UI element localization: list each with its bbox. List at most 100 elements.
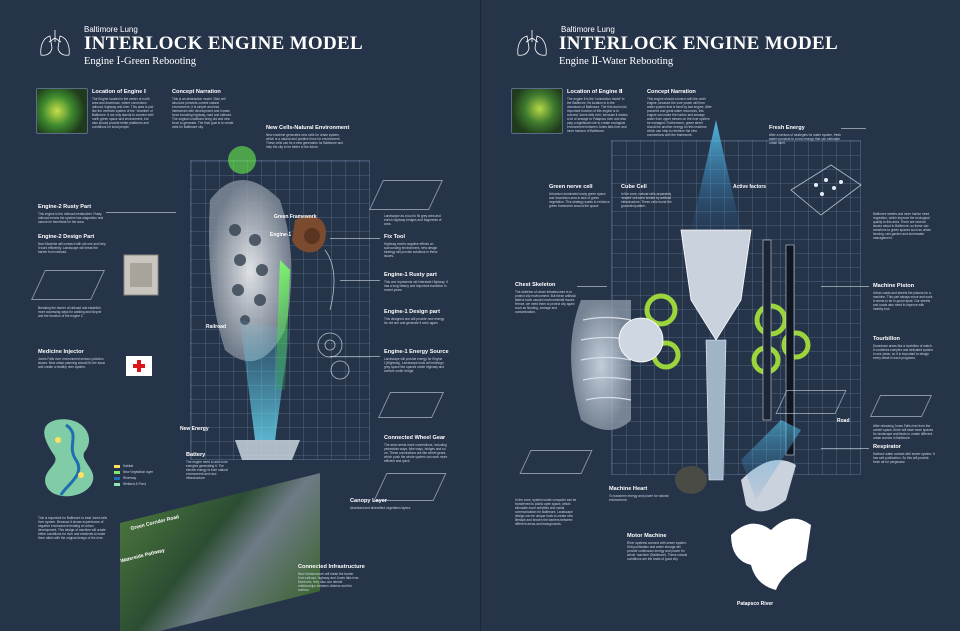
connected-infra-text: New infrastructure will break the barrie… — [298, 572, 360, 592]
engine-machine-illustration — [209, 146, 350, 460]
respirator-text: Harbour water contact with sewer system.… — [873, 452, 935, 464]
machine-heart-text: To transform energy and power for natura… — [609, 494, 669, 502]
canopy-sketch — [373, 473, 447, 501]
tourbillon-text: Downtown areas like a tourbillon of watc… — [873, 344, 933, 360]
engine-1-design-heading: Engine-1 Design part — [384, 309, 440, 315]
engine-2-sketch — [31, 270, 105, 300]
green-framework-label: Green Framework — [274, 214, 317, 220]
medicine-heading: Medicine Injector — [38, 349, 84, 355]
engine-2-poster: Baltimore Lung INTERLOCK ENGINE MODEL En… — [480, 0, 960, 631]
engine-2-design-heading: Engine-2 Design Part — [38, 234, 95, 240]
fix-tool-heading: Fix Tool — [384, 234, 406, 240]
leader-line — [577, 286, 607, 287]
location-map-image — [36, 88, 88, 134]
respirator-heading: Respirator — [873, 444, 901, 450]
concept-heading: Concept Narration — [647, 89, 696, 95]
poster-title: INTERLOCK ENGINE MODEL — [559, 33, 838, 54]
medicine-text: Jones Falls river environment serious po… — [38, 357, 106, 369]
chest-heading: Chest Skeleton — [515, 282, 556, 288]
engine-2-rusty-heading: Engine-2 Rusty Part — [38, 204, 92, 210]
new-cells-text: New machine generates new cells for urba… — [266, 133, 344, 149]
motor-heading: Motor Machine — [627, 533, 667, 539]
bridge-sketch — [377, 392, 445, 418]
legend-swatch — [114, 482, 120, 486]
engine-2-rusty-text: This engine is the railroad metabolizer.… — [38, 212, 104, 224]
red-cross-icon — [133, 360, 145, 372]
active-note: Baltimore streets and inner harbor need … — [873, 212, 931, 240]
canopy-text: Abundant and diversified vegetation laye… — [350, 506, 411, 510]
brand-name: Baltimore Lung — [84, 25, 138, 34]
active-factors-sketch — [790, 164, 862, 216]
energy-source-heading: Engine-1 Energy Source — [384, 349, 449, 355]
energy-source-text: Landscape will provide energy for Engine… — [384, 357, 445, 373]
breaking-note: Breaking the barrier of railroad and est… — [38, 306, 102, 318]
heart-note: In the zone, system under computer can b… — [515, 498, 577, 526]
leader-line — [330, 238, 380, 239]
red-cross-box — [126, 356, 152, 376]
engine-2-design-text: New Machine will connect with old one an… — [38, 242, 106, 254]
engine-1-poster: Baltimore Lung INTERLOCK ENGINE MODEL En… — [31, 25, 449, 631]
new-cells-heading: New Cells-Natural Environment — [266, 125, 350, 131]
legend-swatch — [114, 470, 120, 474]
landscape-note: Landscape as a tool to fix grey area and… — [384, 214, 442, 226]
green-nerve-heading: Green nerve cell — [549, 184, 593, 190]
chest-text: The skeleton of urban infrastructure is … — [515, 290, 576, 314]
legend-swatch — [114, 476, 120, 480]
road-sketch — [775, 390, 847, 414]
patapsco-label: Patapsco River — [737, 601, 774, 607]
concept-text: This engine should connect with the nort… — [647, 97, 712, 137]
tourbillon-heading: Tourbillon — [873, 336, 900, 342]
piston-text: Urban roads and streets the pistons for … — [873, 291, 934, 311]
jones-note: After releasing Jones Falls river from t… — [873, 424, 934, 440]
location-heading: Location of Engine Ⅰ — [92, 89, 146, 95]
brand-name: Baltimore Lung — [561, 25, 615, 34]
fresh-energy-heading: Fresh Energy — [769, 125, 805, 131]
canopy-heading: Canopy Layer — [350, 498, 387, 504]
leader-line — [330, 356, 380, 357]
railroad-label: Railroad — [206, 324, 227, 330]
tourbillon-sketch — [869, 395, 933, 417]
map-legend: Habitat New Vegetation layer Riverway We… — [114, 464, 184, 486]
battery-heading: Battery — [186, 452, 206, 458]
new-energy-label: New Energy — [180, 426, 209, 432]
jones-falls-note: This is important for Baltimore to treat… — [38, 516, 108, 540]
engine-1-rusty-heading: Engine-1 Rusty part — [384, 272, 437, 278]
location-map-image — [511, 88, 563, 134]
green-nerve-text: Urbanism dominated many green space and … — [549, 192, 610, 208]
leader-line — [821, 286, 869, 287]
engine-1-design-text: This designed one will provide new energ… — [384, 317, 445, 325]
legend-item: New Vegetation layer — [123, 470, 154, 474]
leader-line — [821, 448, 869, 449]
cube-cell-text: In the zone, natural cells separately 's… — [621, 192, 672, 208]
engine-2-component — [123, 254, 159, 296]
patapsco-map — [731, 518, 811, 590]
lungs-logo-icon — [517, 30, 547, 56]
legend-item: Habitat — [123, 464, 134, 468]
engine-1-rusty-text: This one represents old Interstate Highw… — [384, 280, 448, 292]
fresh-energy-text: After a serious of strategies for water … — [769, 133, 841, 145]
concept-text: This is an abstraction model. Side cell … — [172, 97, 234, 129]
wheel-gear-text: The area needs more connections, includi… — [384, 443, 448, 463]
lungs-logo-icon — [40, 30, 70, 56]
motor-text: River systems connect with sewer system.… — [627, 541, 688, 561]
leader-line — [841, 128, 866, 129]
connected-infra-heading: Connected Infrastructure — [298, 564, 365, 570]
legend-item: Wetland & Pond — [123, 482, 146, 486]
road-label: Road — [837, 418, 850, 424]
leader-line — [340, 280, 380, 281]
location-text: The engine Ⅱ is the 'connection model' i… — [567, 97, 628, 133]
leader-line — [106, 212, 176, 213]
engine-1-label: Engine-1 — [270, 232, 292, 238]
location-heading: Location of Engine Ⅱ — [567, 89, 623, 95]
concept-heading: Concept Narration — [172, 89, 221, 95]
active-factors-label: Active factors — [733, 184, 767, 190]
wheel-gear-heading: Connected Wheel Gear — [384, 435, 446, 441]
legend-item: Riverway — [123, 476, 137, 480]
legend-swatch — [114, 464, 120, 468]
poster-subtitle: Engine Ⅰ-Green Rebooting — [84, 56, 197, 67]
chest-sketch — [519, 450, 593, 474]
landscape-sketch — [369, 180, 443, 210]
water-engine-illustration — [571, 120, 811, 512]
battery-text: The engine need to add more energies gen… — [186, 460, 228, 480]
machine-heart-heading: Machine Heart — [609, 486, 648, 492]
